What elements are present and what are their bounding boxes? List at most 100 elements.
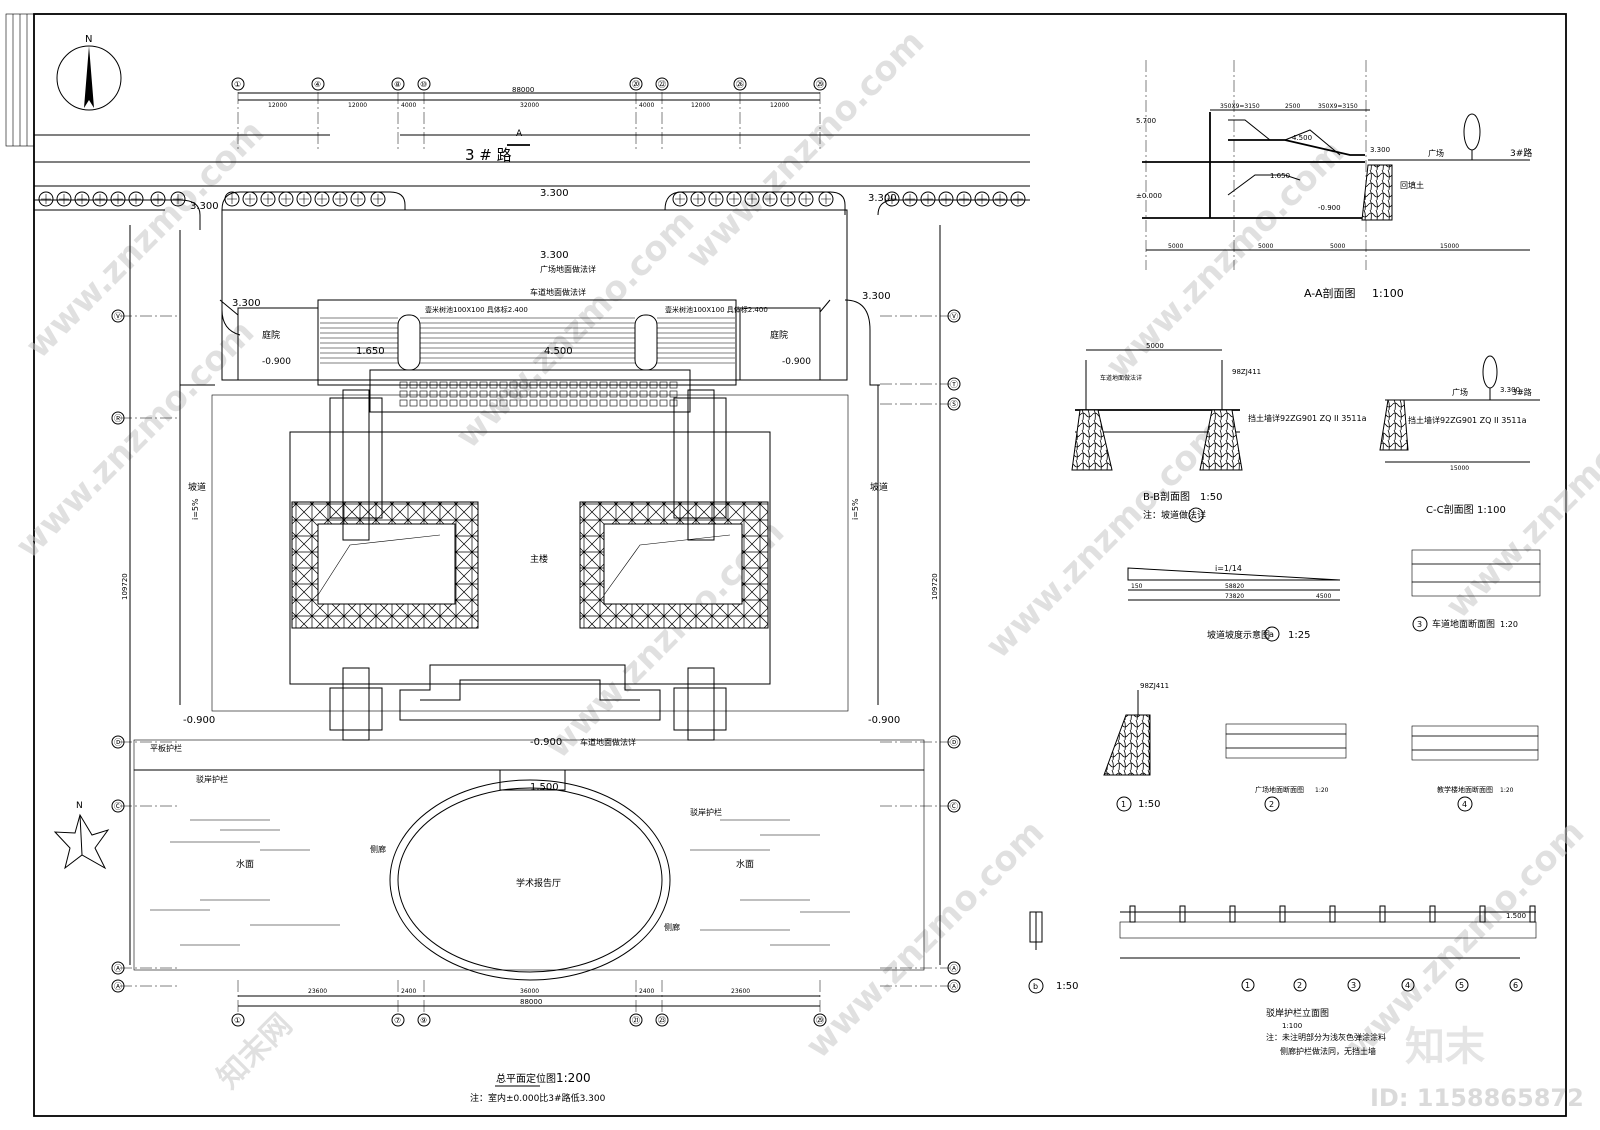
main-building bbox=[289, 431, 771, 685]
dim-label: 150 bbox=[1131, 583, 1143, 590]
drawing-title: 总平面定位图 bbox=[496, 1072, 556, 1085]
plaza-label: 广场 bbox=[1452, 387, 1468, 397]
north-label: N bbox=[76, 801, 83, 811]
axis-label: 6 bbox=[1513, 981, 1518, 990]
elevation-label: -0.900 bbox=[1318, 204, 1341, 212]
detail-title: 车道地面断面图 bbox=[1432, 618, 1495, 630]
dim-label: 109720 bbox=[121, 573, 129, 600]
axis-label: ㉒ bbox=[658, 80, 666, 89]
detail-title: 教学楼地面断面图 bbox=[1437, 785, 1493, 794]
north-label: N bbox=[85, 34, 92, 45]
watermark-logo: 知末 bbox=[1405, 1024, 1485, 1070]
axis-label: Ⓓ bbox=[114, 738, 122, 747]
elevation-label: 3.300 bbox=[868, 193, 897, 204]
main-building-label: 主楼 bbox=[530, 553, 548, 565]
elevation-label: 5.700 bbox=[1136, 117, 1156, 125]
note-label: 挡土墙详92ZG901 ZQ II 3511a bbox=[1248, 413, 1367, 423]
tree-icon bbox=[56, 191, 72, 207]
note-label: 广场地面做法详 bbox=[540, 264, 596, 274]
road-label: 3 # 路 bbox=[465, 146, 512, 164]
elevation-label: 4.500 bbox=[1292, 134, 1312, 142]
section-aa: 广场 3#路 回填土 5.700 ±0.000 4.500 3.300 1.65… bbox=[1136, 60, 1532, 300]
road-label: 3#路 bbox=[1512, 387, 1532, 397]
dim-label: 350X9=3150 bbox=[1220, 103, 1260, 110]
hatched-wing-left bbox=[291, 501, 479, 629]
tree-icon bbox=[38, 191, 54, 207]
detail-num: 2 bbox=[1269, 800, 1274, 809]
axis-label: 1 bbox=[1245, 981, 1250, 990]
plaza-section: 2 广场地面断面图 1:20 bbox=[1225, 723, 1347, 812]
tree-icon bbox=[974, 191, 990, 207]
dim-label: 4000 bbox=[639, 102, 654, 109]
elevation-label: 1.650 bbox=[356, 346, 385, 357]
dim-label: 2400 bbox=[401, 988, 416, 995]
elevation-label: 4.500 bbox=[544, 346, 573, 357]
axis-label: ⑧ bbox=[394, 80, 401, 89]
elevation-label: 3.300 bbox=[540, 250, 569, 261]
section-title: C-C剖面图 bbox=[1426, 503, 1474, 516]
elevation-label: 3.300 bbox=[1370, 146, 1390, 154]
dim-label: 2400 bbox=[639, 988, 654, 995]
section-scale: 1:100 bbox=[1372, 287, 1404, 300]
watermark-text: www.znzmo.com bbox=[1438, 372, 1600, 626]
dim-label: 23600 bbox=[308, 988, 327, 995]
plaza-label: 广场 bbox=[1428, 148, 1444, 158]
elevation-label: -0.900 bbox=[782, 357, 811, 367]
watermark-text: 知末网 bbox=[211, 1007, 299, 1095]
dim-label: 36000 bbox=[520, 988, 539, 995]
axis-label: ⑩ bbox=[420, 80, 427, 89]
axis-label: Ⓐ bbox=[950, 964, 958, 973]
detail-b: b 1:50 bbox=[1028, 911, 1078, 994]
dim-label: 109720 bbox=[931, 573, 939, 600]
water-lines bbox=[150, 819, 850, 946]
courtyard-left bbox=[237, 307, 319, 381]
dim-label: 2500 bbox=[1285, 103, 1300, 110]
slope-label: i=5% bbox=[851, 498, 860, 520]
detail-scale: 1:50 bbox=[1138, 799, 1160, 810]
ramp-label: 坡道 bbox=[188, 481, 206, 493]
elevation-note: 注：未注明部分为浅灰色弹涂涂料 bbox=[1266, 1032, 1386, 1042]
dim-label: 32000 bbox=[520, 102, 539, 109]
section-title: A-A剖面图 bbox=[1304, 286, 1356, 300]
tree-icon bbox=[1010, 191, 1026, 207]
elevation-label: 3.300 bbox=[232, 298, 261, 309]
note-label: 车道地面做法详 bbox=[580, 737, 636, 747]
courtyard-label: 庭院 bbox=[770, 329, 788, 341]
cut-label: A bbox=[516, 129, 523, 139]
plaza-outline bbox=[221, 209, 848, 381]
axis-label: 3 bbox=[1351, 981, 1356, 990]
axis-label: Ⓓ bbox=[950, 738, 958, 747]
detail-num: 4 bbox=[1462, 800, 1467, 809]
note-label: 车道地面做法详 bbox=[1100, 374, 1142, 382]
section-scale: 1:50 bbox=[1200, 492, 1222, 503]
corridor-label: 侧廊 bbox=[664, 922, 680, 932]
elevation-label: 3.300 bbox=[540, 188, 569, 199]
note-label: 壹米树池100X100 具体标2.400 bbox=[665, 305, 768, 314]
elevation-label: -0.900 bbox=[868, 715, 900, 726]
elevation-label: 3.300 bbox=[190, 201, 219, 212]
tree-icon bbox=[920, 191, 936, 207]
tree-icon bbox=[902, 191, 918, 207]
elevation-label: -0.900 bbox=[530, 737, 562, 748]
lecture-hall bbox=[397, 787, 663, 973]
water-label: 水面 bbox=[236, 858, 254, 870]
axis-label: 4 bbox=[1405, 981, 1410, 990]
rail-label: 驳岸护栏 bbox=[690, 807, 722, 817]
tree-icon bbox=[74, 191, 90, 207]
axis-label: Ⓣ bbox=[950, 380, 958, 389]
tree-icon bbox=[110, 191, 126, 207]
hatched-wing-right bbox=[579, 501, 769, 629]
detail-scale: 1:20 bbox=[1315, 787, 1329, 794]
ref-label: 98ZJ411 bbox=[1232, 368, 1261, 376]
diagram-scale: 1:25 bbox=[1288, 630, 1310, 641]
road-section: 3 车道地面断面图 1:20 bbox=[1411, 549, 1541, 632]
dim-label: 12000 bbox=[770, 102, 789, 109]
ramp-label: 坡道 bbox=[870, 481, 888, 493]
dim-label: 15000 bbox=[1450, 465, 1469, 472]
axis-label: Ⓒ bbox=[114, 802, 122, 811]
axis-label: ㉙ bbox=[816, 1016, 824, 1025]
backfill-label: 回填土 bbox=[1400, 180, 1424, 190]
marker-label: a bbox=[1269, 630, 1274, 639]
